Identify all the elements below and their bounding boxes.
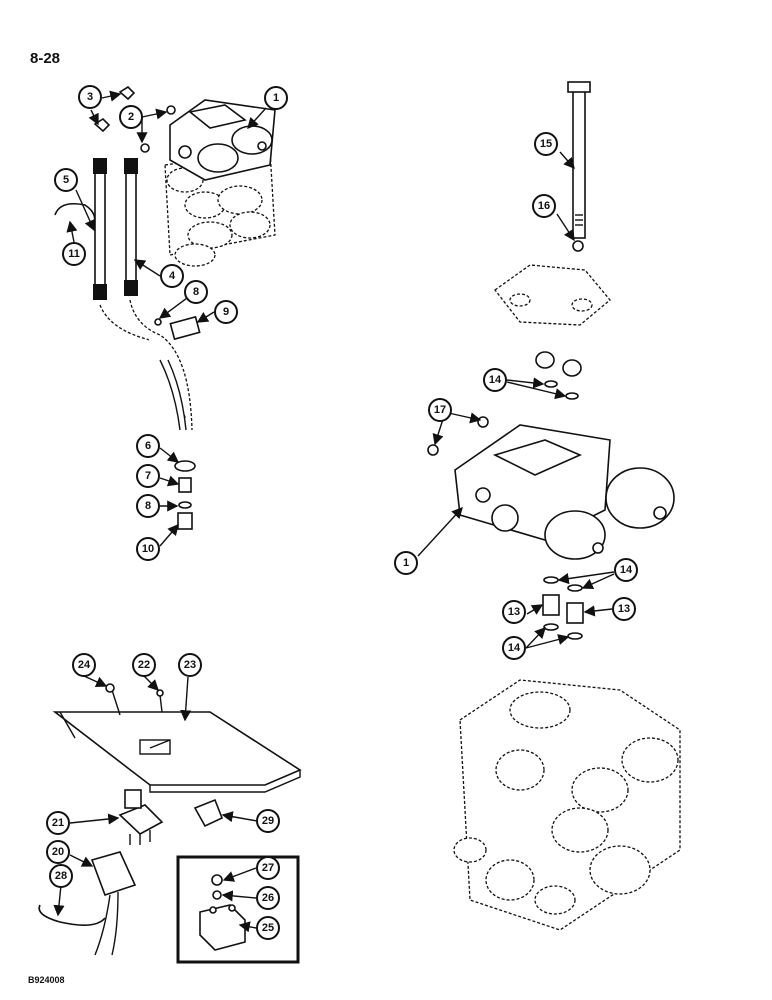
callout-1-upper: 1 bbox=[264, 86, 288, 110]
callout-8-upper: 8 bbox=[184, 280, 208, 304]
svg-text:24: 24 bbox=[78, 659, 91, 671]
svg-text:10: 10 bbox=[142, 543, 154, 555]
callout-22: 22 bbox=[132, 653, 156, 677]
svg-text:13: 13 bbox=[618, 603, 630, 615]
callout-14-right-top: 14 bbox=[614, 558, 638, 582]
svg-text:4: 4 bbox=[169, 270, 176, 282]
svg-text:26: 26 bbox=[262, 892, 274, 904]
callout-2: 2 bbox=[119, 105, 143, 129]
callout-29: 29 bbox=[256, 809, 280, 833]
callout-20: 20 bbox=[46, 840, 70, 864]
svg-text:22: 22 bbox=[138, 659, 150, 671]
svg-text:16: 16 bbox=[538, 200, 550, 212]
svg-text:14: 14 bbox=[508, 642, 521, 654]
callout-23: 23 bbox=[178, 653, 202, 677]
svg-text:28: 28 bbox=[55, 870, 67, 882]
callout-25: 25 bbox=[256, 916, 280, 940]
svg-text:5: 5 bbox=[63, 174, 69, 186]
svg-text:2: 2 bbox=[128, 111, 134, 123]
callout-26: 26 bbox=[256, 886, 280, 910]
svg-text:21: 21 bbox=[52, 817, 64, 829]
callout-16: 16 bbox=[532, 194, 556, 218]
svg-text:23: 23 bbox=[184, 659, 196, 671]
callout-14-top: 14 bbox=[483, 368, 507, 392]
callout-17: 17 bbox=[428, 398, 452, 422]
svg-text:29: 29 bbox=[262, 815, 274, 827]
callout-3: 3 bbox=[78, 85, 102, 109]
svg-text:1: 1 bbox=[273, 92, 279, 104]
callout-27: 27 bbox=[256, 856, 280, 880]
svg-text:14: 14 bbox=[489, 374, 502, 386]
svg-text:6: 6 bbox=[145, 440, 151, 452]
callout-6: 6 bbox=[136, 434, 160, 458]
callouts: 1 2 3 5 11 4 8 9 6 7 8 10 15 16 14 17 1 … bbox=[46, 85, 638, 940]
valve-assembly-upper-left bbox=[54, 85, 276, 530]
svg-text:7: 7 bbox=[145, 470, 151, 482]
page-number: 8-28 bbox=[30, 50, 61, 67]
callout-8-lower: 8 bbox=[136, 494, 160, 518]
leader-lines bbox=[53, 90, 615, 933]
callout-28: 28 bbox=[49, 864, 73, 888]
svg-text:13: 13 bbox=[508, 606, 520, 618]
callout-14-bottom: 14 bbox=[502, 636, 526, 660]
svg-text:17: 17 bbox=[434, 404, 446, 416]
figure-code: B924008 bbox=[28, 975, 65, 985]
valve-assembly-right bbox=[427, 81, 681, 931]
svg-text:25: 25 bbox=[262, 922, 274, 934]
electrical-assembly-lower-left bbox=[38, 683, 302, 964]
callout-11: 11 bbox=[62, 242, 86, 266]
svg-text:3: 3 bbox=[87, 91, 93, 103]
svg-text:8: 8 bbox=[193, 286, 199, 298]
svg-text:20: 20 bbox=[52, 846, 64, 858]
svg-text:8: 8 bbox=[145, 500, 151, 512]
callout-24: 24 bbox=[72, 653, 96, 677]
callout-13-right: 13 bbox=[612, 597, 636, 621]
callout-5: 5 bbox=[54, 168, 78, 192]
svg-text:15: 15 bbox=[540, 138, 552, 150]
callout-10: 10 bbox=[136, 537, 160, 561]
svg-text:14: 14 bbox=[620, 564, 633, 576]
callout-21: 21 bbox=[46, 811, 70, 835]
svg-text:1: 1 bbox=[403, 557, 409, 569]
svg-text:9: 9 bbox=[223, 306, 229, 318]
callout-13-left: 13 bbox=[502, 600, 526, 624]
svg-text:27: 27 bbox=[262, 862, 274, 874]
callout-9: 9 bbox=[214, 300, 238, 324]
callout-7: 7 bbox=[136, 464, 160, 488]
svg-text:11: 11 bbox=[68, 248, 80, 260]
callout-1-lower: 1 bbox=[394, 551, 418, 575]
callout-15: 15 bbox=[534, 132, 558, 156]
callout-4: 4 bbox=[160, 264, 184, 288]
